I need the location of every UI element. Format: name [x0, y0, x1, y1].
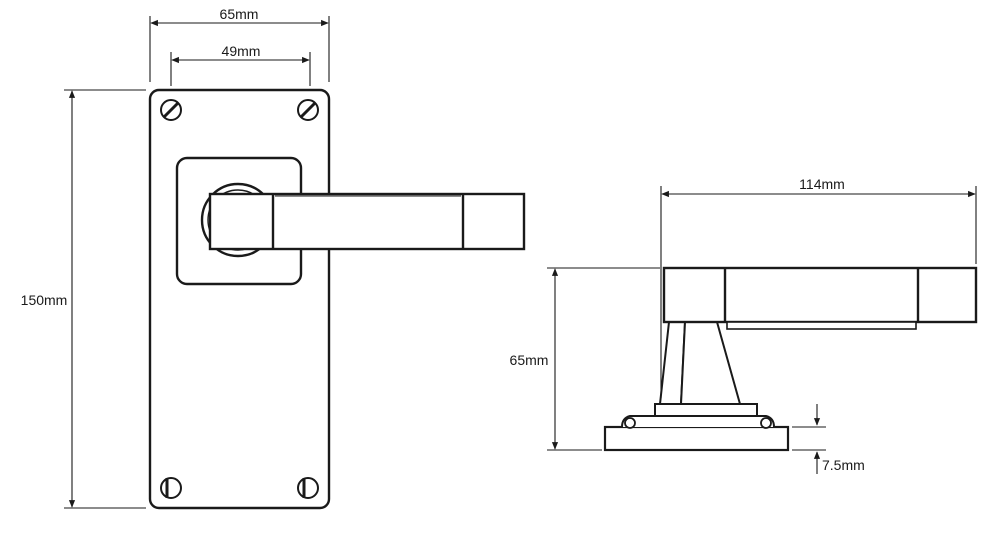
screw-bottom-left — [160, 477, 182, 499]
screw-top-left — [160, 99, 182, 121]
screw-spacing-dimension: 49mm — [170, 43, 311, 86]
screw-top-right — [297, 99, 319, 121]
lever-length-dimension: 114mm — [660, 176, 977, 398]
plate-height-dimension: 150mm — [18, 89, 146, 509]
rose-thickness-label: 7.5mm — [822, 457, 865, 473]
projection-label: 65mm — [510, 352, 549, 368]
projection-dimension: 65mm — [505, 267, 660, 451]
lever-arm — [208, 192, 526, 251]
side-view: 114mm 65mm 7.5mm — [505, 176, 978, 474]
front-view: 65mm 49mm 150mm — [18, 6, 526, 510]
plate-width-dimension: 65mm — [149, 6, 330, 82]
screw-bottom-right — [297, 477, 319, 499]
plate-height-label: 150mm — [21, 292, 68, 308]
lever-shank — [658, 321, 742, 405]
rose-thickness-dimension: 7.5mm — [792, 404, 865, 474]
lever-length-label: 114mm — [799, 176, 845, 192]
plate-width-label: 65mm — [220, 6, 259, 22]
lever-side — [662, 266, 978, 330]
backplate — [148, 88, 331, 510]
screw-spacing-label: 49mm — [222, 43, 261, 59]
rose-base — [603, 403, 790, 452]
